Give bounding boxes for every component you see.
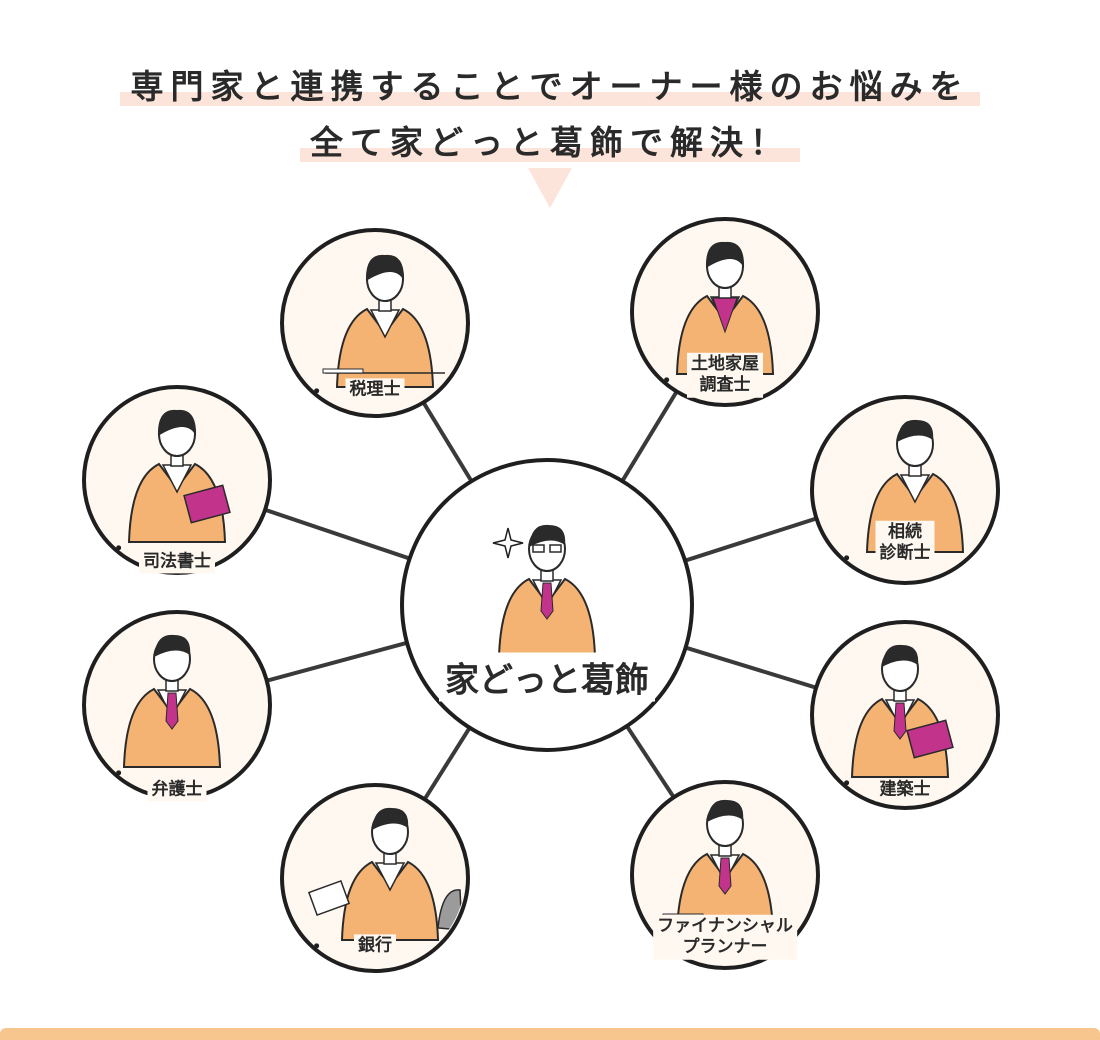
node-label-survey: 土地家屋 調査士 [687,352,763,398]
node-label-inherit: 相続 診断士 [875,520,935,566]
accent-dot [844,780,850,786]
node-inherit [810,395,1000,585]
node-survey [630,217,820,407]
node-bank [280,783,470,973]
sparkle-icon [492,527,524,559]
heading-pointer [528,168,572,208]
bottom-bar [0,1028,1100,1040]
node-scrivener [82,385,272,575]
node-tax [280,228,470,418]
node-label-scrivener: 司法書士 [139,550,215,574]
accent-dot [664,377,670,383]
person-illustration [322,254,445,388]
node-architect [810,620,1000,810]
node-label-tax: 税理士 [345,378,405,402]
center-label: 家どっと葛飾 [439,652,655,702]
accent-dot [116,770,122,776]
person-illustration [497,524,597,658]
heading-line-2: 全て家どっと葛飾で解決！ [0,116,1100,164]
node-label-bank: 銀行 [354,934,396,958]
heading-text-1: 専門家と連携することでオーナー様のお悩みを [120,60,980,108]
heading-text-2: 全て家どっと葛飾で解決！ [300,116,800,164]
node-label-architect: 建築士 [875,778,935,802]
person-illustration [850,644,954,778]
accent-dot [844,555,850,561]
accent-dot [314,388,320,394]
node-label-lawyer: 弁護士 [147,778,207,802]
accent-dot [116,545,122,551]
accent-dot [314,943,320,949]
heading-line-1: 専門家と連携することでオーナー様のお悩みを [0,60,1100,108]
person-illustration [122,634,222,768]
person-illustration [662,799,785,933]
person-illustration [307,807,463,941]
center-node [400,458,694,752]
node-lawyer [82,610,272,800]
node-label-fp: ファイナンシャル プランナー [653,914,797,960]
person-illustration [127,409,231,543]
